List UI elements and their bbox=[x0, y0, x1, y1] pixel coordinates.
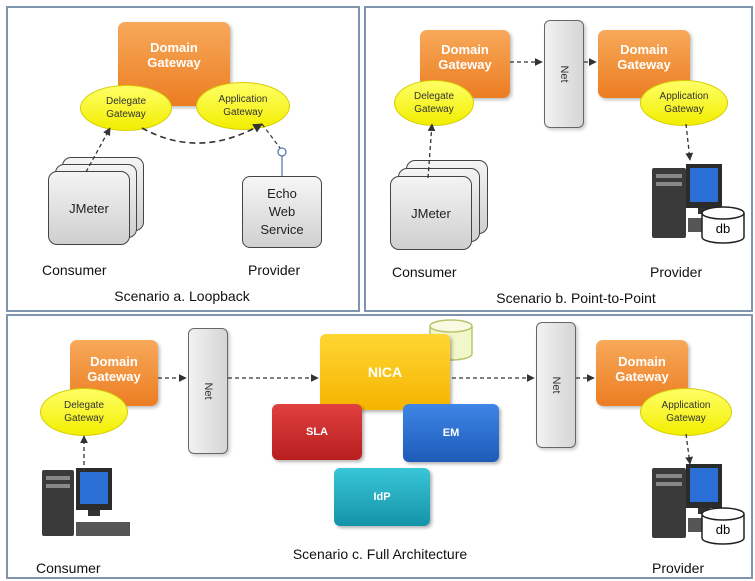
application-gateway-line1: Application bbox=[218, 94, 268, 105]
idp-label: IdP bbox=[373, 491, 391, 503]
scenario-c-nica: NICA bbox=[320, 334, 450, 410]
scenario-c-em: EM bbox=[403, 404, 499, 462]
scenario-b-application-gateway: Application Gateway bbox=[640, 80, 728, 126]
database-icon bbox=[701, 507, 745, 545]
jmeter-label: JMeter bbox=[69, 200, 109, 216]
scenario-b-provider-computer-icon bbox=[652, 164, 732, 238]
echo-line3: Service bbox=[260, 222, 304, 237]
application-gateway-line1: Application bbox=[661, 400, 711, 411]
scenario-c-domain-gateway-provider: Domain Gateway bbox=[596, 340, 688, 406]
scenario-a-echo-web-service: Echo Web Service bbox=[242, 176, 322, 248]
echo-line1: Echo bbox=[267, 186, 297, 201]
scenario-a-jmeter: JMeter bbox=[48, 171, 130, 245]
domain-gateway-line1: Domain bbox=[90, 354, 138, 369]
nica-label: NICA bbox=[367, 364, 403, 380]
sla-label: SLA bbox=[306, 426, 328, 438]
database-icon bbox=[701, 206, 745, 244]
scenario-c-net-right: Net bbox=[536, 322, 576, 448]
db-label: db bbox=[715, 221, 731, 236]
scenario-b-db: db bbox=[700, 205, 746, 245]
scenario-c-db: db bbox=[700, 506, 746, 546]
application-gateway-line1: Application bbox=[659, 91, 709, 102]
application-gateway-line2: Gateway bbox=[664, 104, 704, 115]
domain-gateway-line2: Gateway bbox=[615, 369, 669, 384]
domain-gateway-line2: Gateway bbox=[147, 55, 201, 70]
scenario-a-provider-label: Provider bbox=[248, 262, 301, 278]
scenario-a-delegate-gateway: Delegate Gateway bbox=[80, 85, 172, 131]
echo-line2: Web bbox=[268, 204, 296, 219]
application-gateway-line2: Gateway bbox=[666, 413, 706, 424]
domain-gateway-line1: Domain bbox=[441, 42, 489, 57]
scenario-c-provider-computer-icon bbox=[652, 464, 732, 538]
scenario-c-caption: Scenario c. Full Architecture bbox=[292, 546, 468, 562]
delegate-gateway-line2: Gateway bbox=[414, 104, 454, 115]
scenario-c-provider-label: Provider bbox=[652, 560, 705, 576]
scenario-b-net: Net bbox=[544, 20, 584, 128]
scenario-a-application-gateway: Application Gateway bbox=[196, 82, 290, 130]
scenario-c-delegate-gateway: Delegate Gateway bbox=[40, 388, 128, 436]
scenario-c-sla: SLA bbox=[272, 404, 362, 460]
scenario-c-idp: IdP bbox=[334, 468, 430, 526]
scenario-b-jmeter: JMeter bbox=[390, 176, 472, 250]
jmeter-label: JMeter bbox=[411, 205, 451, 221]
delegate-gateway-line2: Gateway bbox=[106, 109, 146, 120]
domain-gateway-line1: Domain bbox=[620, 42, 668, 57]
net-label: Net bbox=[550, 376, 562, 394]
delegate-gateway-line1: Delegate bbox=[105, 96, 147, 107]
scenario-b-caption: Scenario b. Point-to-Point bbox=[496, 290, 656, 306]
em-label: EM bbox=[442, 427, 460, 439]
scenario-c-consumer-computer-icon bbox=[42, 468, 130, 536]
scenario-b-provider-label: Provider bbox=[650, 264, 703, 280]
domain-gateway-line2: Gateway bbox=[617, 57, 671, 72]
scenario-c-application-gateway: Application Gateway bbox=[640, 388, 732, 436]
domain-gateway-line2: Gateway bbox=[438, 57, 492, 72]
domain-gateway-line2: Gateway bbox=[87, 369, 141, 384]
scenario-b-consumer-label: Consumer bbox=[392, 264, 457, 280]
domain-gateway-line1: Domain bbox=[618, 354, 666, 369]
scenario-c-consumer-label: Consumer bbox=[36, 560, 101, 576]
scenario-a-consumer-label: Consumer bbox=[42, 262, 107, 278]
scenario-b-delegate-gateway: Delegate Gateway bbox=[394, 80, 474, 126]
net-label: Net bbox=[558, 65, 570, 83]
delegate-gateway-line1: Delegate bbox=[413, 91, 455, 102]
scenario-a-caption: Scenario a. Loopback bbox=[114, 288, 250, 304]
domain-gateway-line1: Domain bbox=[150, 40, 198, 55]
db-label: db bbox=[715, 522, 731, 537]
delegate-gateway-line1: Delegate bbox=[63, 400, 105, 411]
scenario-c-net-left: Net bbox=[188, 328, 228, 454]
net-label: Net bbox=[202, 382, 214, 400]
application-gateway-line2: Gateway bbox=[223, 107, 263, 118]
delegate-gateway-line2: Gateway bbox=[64, 413, 104, 424]
